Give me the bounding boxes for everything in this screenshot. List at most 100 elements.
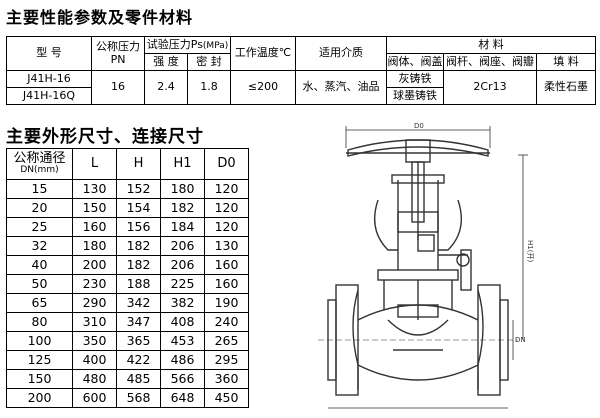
table-cell: 120 — [204, 179, 249, 199]
h-test: 试验压力Ps(MPa) — [144, 36, 231, 54]
media-value: 水、蒸汽、油品 — [295, 70, 387, 105]
table-cell: 130 — [204, 236, 249, 256]
table-cell: 648 — [160, 388, 205, 408]
table-cell: 150 — [72, 198, 117, 218]
table-cell: 382 — [160, 293, 205, 313]
table-cell: 182 — [116, 236, 161, 256]
performance-table: 型 号 公称压力 PN 试验压力Ps(MPa) 工作温度℃ 适用介质 材 料 强… — [6, 36, 596, 105]
h-dn-b: DN(mm) — [20, 165, 59, 176]
table-cell: 50 — [6, 274, 73, 294]
h-strength: 强 度 — [144, 53, 188, 71]
table-cell: 32 — [6, 236, 73, 256]
h-l: L — [72, 148, 117, 180]
h-h1: H1 — [160, 148, 205, 180]
h1-label: H1(开) — [526, 240, 534, 262]
table-cell: 480 — [72, 369, 117, 389]
h-material: 材 料 — [386, 36, 596, 54]
table-cell: 566 — [160, 369, 205, 389]
table-cell: 342 — [116, 293, 161, 313]
body-material-1: 灰铸铁 — [386, 70, 444, 88]
table-cell: 350 — [72, 331, 117, 351]
table-cell: 120 — [204, 217, 249, 237]
handwheel-icon — [347, 139, 489, 157]
table-cell: 206 — [160, 255, 205, 275]
strength-value: 2.4 — [144, 70, 188, 105]
table-cell: 150 — [6, 369, 73, 389]
table-cell: 65 — [6, 293, 73, 313]
table-cell: 360 — [204, 369, 249, 389]
table-cell: 347 — [116, 312, 161, 332]
h-pn-a: 公称压力 — [96, 40, 140, 54]
section1-title: 主要性能参数及零件材料 — [6, 8, 194, 27]
table-cell: 200 — [6, 388, 73, 408]
table-cell: 568 — [116, 388, 161, 408]
table-cell: 25 — [6, 217, 73, 237]
table-cell: 408 — [160, 312, 205, 332]
table-cell: 190 — [204, 293, 249, 313]
table-cell: 180 — [160, 179, 205, 199]
h-seal: 密 封 — [187, 53, 231, 71]
table-cell: 156 — [116, 217, 161, 237]
table-cell: 453 — [160, 331, 205, 351]
table-cell: 160 — [204, 255, 249, 275]
handle-icon — [456, 253, 470, 267]
h-pn: 公称压力 PN — [91, 36, 145, 71]
table-cell: 20 — [6, 198, 73, 218]
h-h: H — [116, 148, 161, 180]
table-cell: 230 — [72, 274, 117, 294]
seal-value: 1.8 — [187, 70, 231, 105]
table-cell: 200 — [72, 255, 117, 275]
packing-material: 柔性石墨 — [536, 70, 596, 105]
table-cell: 240 — [204, 312, 249, 332]
model-2: J41H-16Q — [6, 87, 92, 105]
h-dn: 公称通径 DN(mm) — [6, 148, 73, 180]
h-m3: 填 料 — [536, 53, 596, 71]
h-pn-b: PN — [110, 52, 126, 66]
table-cell: 184 — [160, 217, 205, 237]
table-cell: 160 — [204, 274, 249, 294]
table-cell: 265 — [204, 331, 249, 351]
body-material-2: 球墨铸铁 — [386, 87, 444, 105]
table-cell: 100 — [6, 331, 73, 351]
dn-label: DN — [515, 336, 526, 344]
table-cell: 422 — [116, 350, 161, 370]
table-cell: 182 — [116, 255, 161, 275]
table-cell: 80 — [6, 312, 73, 332]
table-cell: 188 — [116, 274, 161, 294]
table-cell: 206 — [160, 236, 205, 256]
table-cell: 310 — [72, 312, 117, 332]
d0-label: D0 — [414, 122, 424, 130]
table-cell: 486 — [160, 350, 205, 370]
table-cell: 485 — [116, 369, 161, 389]
stem-material: 2Cr13 — [443, 70, 537, 105]
table-cell: 152 — [116, 179, 161, 199]
table-cell: 180 — [72, 236, 117, 256]
h-test-unit: (MPa) — [202, 40, 229, 51]
table-cell: 450 — [204, 388, 249, 408]
table-cell: 290 — [72, 293, 117, 313]
table-cell: 295 — [204, 350, 249, 370]
table-cell: 400 — [72, 350, 117, 370]
h-temp: 工作温度℃ — [230, 36, 296, 71]
table-cell: 160 — [72, 217, 117, 237]
h-media: 适用介质 — [295, 36, 387, 71]
h-d0: D0 — [204, 148, 249, 180]
table-cell: 130 — [72, 179, 117, 199]
table-cell: 365 — [116, 331, 161, 351]
table-cell: 225 — [160, 274, 205, 294]
table-cell: 154 — [116, 198, 161, 218]
h-test-a: 试验压力Ps — [146, 37, 203, 51]
table-cell: 600 — [72, 388, 117, 408]
table-cell: 125 — [6, 350, 73, 370]
